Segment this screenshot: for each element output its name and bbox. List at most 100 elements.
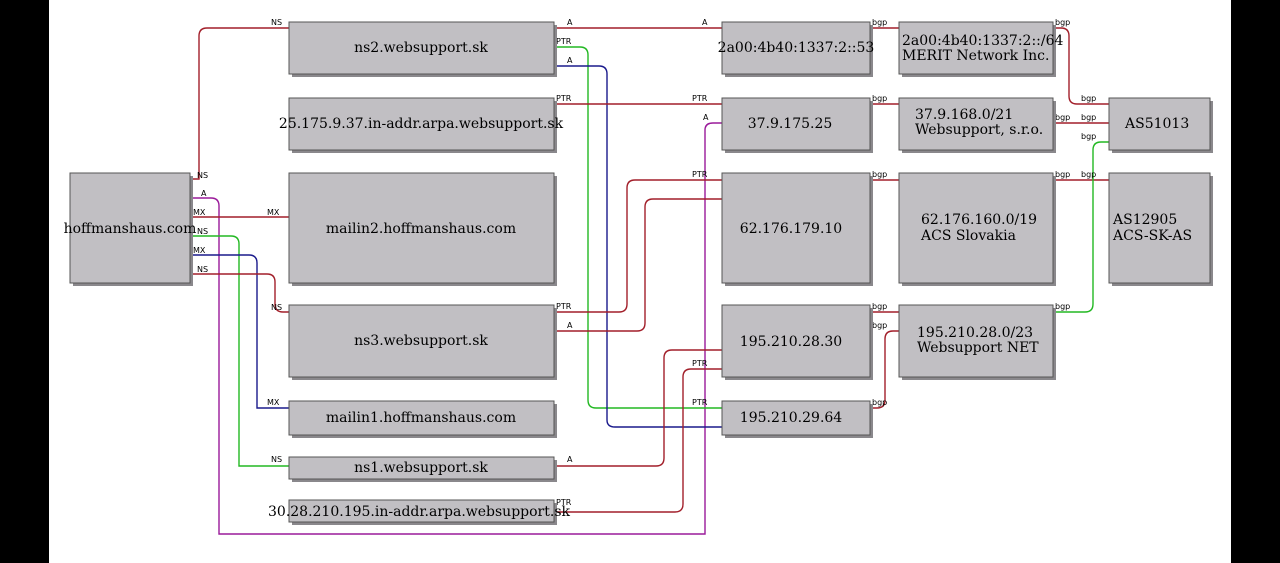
label-ns-ns2: NS [271,18,282,27]
edge-ip195-64-net195 [870,330,899,409]
node-ip37-label: 37.9.175.25 [748,116,833,132]
label-ptr-ip37: PTR [692,94,708,103]
node-ip195-30[interactable]: 195.210.28.30 [721,304,873,380]
node-ip6-label: 2a00:4b40:1337:2::53 [718,40,875,56]
node-net62[interactable]: 62.176.160.0/19 ACS Slovakia [898,172,1056,286]
label-a-hoff: A [201,189,207,198]
label-bgp-as51013-1: bgp [1081,94,1096,103]
nodes: hoffmanshaus.com ns2.websupport.sk 25.17… [64,21,1213,525]
node-net195[interactable]: 195.210.28.0/23 Websupport NET [898,304,1056,380]
label-mx-mailin2: MX [267,208,280,217]
label-a-ns3: A [567,321,573,330]
node-as12905-number: AS12905 [1112,212,1177,228]
node-rev30[interactable]: 30.28.210.195.in-addr.arpa.websupport.sk [268,499,571,525]
label-bgp-net195: bgp [1055,302,1070,311]
label-ns-hoff-top: NS [197,171,208,180]
edge-hoffmanshaus-mailin1 [190,254,289,409]
label-bgp-ip62: bgp [872,170,887,179]
node-as51013[interactable]: AS51013 [1108,97,1213,153]
label-mx-hoff-2: MX [193,246,206,255]
label-bgp-ip195-30: bgp [872,302,887,311]
label-bgp-net6: bgp [1055,18,1070,27]
edge-ns3-ip62-ptr [554,179,722,313]
label-a-ns2-out: A [567,18,573,27]
label-ns-ns3: NS [271,303,282,312]
label-a-ns2-2: A [567,56,573,65]
dns-graph: NS NS A MX MX NS MX NS NS MX NS A A PTR … [64,18,1213,535]
node-net195-prefix: 195.210.28.0/23 [917,325,1033,341]
node-net195-org: Websupport NET [917,340,1039,356]
node-net6-org: MERIT Network Inc. [902,48,1049,64]
node-mailin1[interactable]: mailin1.hoffmanshaus.com [288,400,557,438]
label-mx-hoff: MX [193,208,206,217]
node-ip62[interactable]: 62.176.179.10 [721,172,873,286]
node-ns3[interactable]: ns3.websupport.sk [288,304,557,380]
label-bgp-net37: bgp [1055,113,1070,122]
label-a-ip37: A [703,113,709,122]
node-net62-prefix: 62.176.160.0/19 [921,212,1037,228]
label-bgp-ip195-64: bgp [872,398,887,407]
node-net6[interactable]: 2a00:4b40:1337:2::/64 MERIT Network Inc. [898,21,1063,77]
label-ptr-ns2: PTR [556,37,572,46]
label-a-ip6-in: A [702,18,708,27]
label-bgp-net62: bgp [1055,170,1070,179]
edge-ns2-ip195-64-ptr [554,46,722,409]
label-bgp-ip6: bgp [872,18,887,27]
edge-ns2-ip195-64-a [554,65,722,428]
node-hoffmanshaus[interactable]: hoffmanshaus.com [64,172,197,286]
edges [190,27,1109,535]
node-as51013-label: AS51013 [1124,116,1189,132]
node-net37[interactable]: 37.9.168.0/21 Websupport, s.r.o. [898,97,1056,153]
label-bgp-as12905: bgp [1081,170,1096,179]
label-ns-ns1: NS [271,455,282,464]
node-as12905[interactable]: AS12905 ACS-SK-AS [1108,172,1213,286]
label-ptr-rev30: PTR [556,498,572,507]
node-as12905-name: ACS-SK-AS [1112,228,1192,244]
node-hoffmanshaus-label: hoffmanshaus.com [64,221,197,237]
edge-hoffmanshaus-ns2 [190,27,289,180]
label-ptr-ns3: PTR [556,302,572,311]
node-ip62-label: 62.176.179.10 [740,221,842,237]
dns-graph-canvas: NS NS A MX MX NS MX NS NS MX NS A A PTR … [49,0,1231,563]
node-mailin2[interactable]: mailin2.hoffmanshaus.com [288,172,557,286]
node-rev30-label: 30.28.210.195.in-addr.arpa.websupport.sk [268,504,571,520]
edge-hoffmanshaus-ns1 [190,235,289,467]
edge-rev30-ip195-30 [554,368,722,513]
edge-net6-as51013 [1053,27,1109,105]
label-ns-hoff-2: NS [197,227,208,236]
node-net37-org: Websupport, s.r.o. [915,122,1043,138]
label-bgp-as51013-2: bgp [1081,113,1096,122]
label-ns-hoff-3: NS [197,265,208,274]
node-ip195-64-label: 195.210.29.64 [740,410,843,426]
node-ns2-label: ns2.websupport.sk [354,40,488,56]
node-ns2[interactable]: ns2.websupport.sk [288,21,557,77]
node-ns1[interactable]: ns1.websupport.sk [288,456,557,482]
label-ptr-ip62: PTR [692,170,708,179]
node-ns3-label: ns3.websupport.sk [354,333,488,349]
node-ip195-64[interactable]: 195.210.29.64 [721,400,873,438]
node-ip37[interactable]: 37.9.175.25 [721,97,873,153]
edge-labels: NS NS A MX MX NS MX NS NS MX NS A A PTR … [193,18,1096,507]
node-net6-prefix: 2a00:4b40:1337:2::/64 [902,33,1063,49]
label-ptr-ip195-64: PTR [692,398,708,407]
label-ptr-ip195-30: PTR [692,359,708,368]
node-mailin2-label: mailin2.hoffmanshaus.com [326,221,516,237]
label-mx-mailin1: MX [267,398,280,407]
label-bgp-as51013-3: bgp [1081,132,1096,141]
edge-net195-as51013 [1053,141,1109,313]
node-ns1-label: ns1.websupport.sk [354,460,488,476]
edge-hoffmanshaus-ns3 [190,273,289,313]
edge-ns3-ip62-a [554,198,722,332]
node-ip195-30-label: 195.210.28.30 [740,334,842,350]
label-ptr-rev25: PTR [556,94,572,103]
node-mailin1-label: mailin1.hoffmanshaus.com [326,410,516,426]
node-net62-org: ACS Slovakia [920,228,1016,244]
node-ip6[interactable]: 2a00:4b40:1337:2::53 [718,21,875,77]
node-rev25[interactable]: 25.175.9.37.in-addr.arpa.websupport.sk [279,97,564,153]
label-bgp-ip37: bgp [872,94,887,103]
edge-ns1-ip195-30 [554,349,722,467]
node-rev25-label: 25.175.9.37.in-addr.arpa.websupport.sk [279,116,564,132]
label-a-ns1: A [567,455,573,464]
label-bgp-ip195-30b: bgp [872,321,887,330]
edge-hoffmanshaus-ip37 [190,122,722,535]
